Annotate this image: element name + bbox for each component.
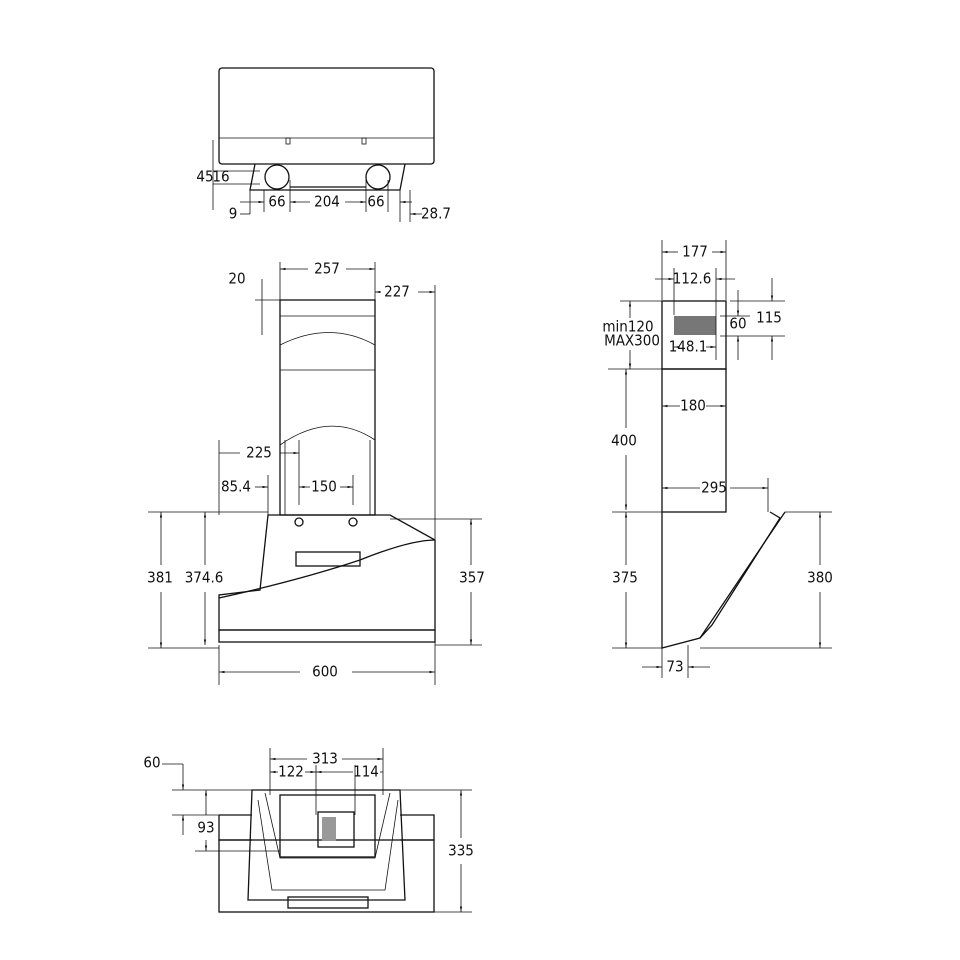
dim-60-bottom: 60: [143, 754, 160, 772]
dim-85-4: 85.4: [221, 478, 251, 496]
dim-204: 204: [314, 193, 340, 211]
dim-400: 400: [611, 432, 637, 450]
dim-374-6: 374.6: [185, 569, 224, 587]
dim-148-1: 148.1: [669, 338, 708, 356]
dim-73: 73: [666, 658, 683, 676]
dim-313: 313: [312, 750, 338, 768]
dim-9: 9: [229, 205, 238, 223]
dim-177: 177: [682, 243, 708, 261]
bottom-view: 313 122 114 60 93 335: [143, 748, 474, 913]
front-view: 20 257 227 225 85.4 150 381 374.6 357 60…: [147, 260, 485, 685]
side-view: 112.6 177 min120 MAX300 148.1 60 115 180…: [602, 240, 833, 678]
dim-150: 150: [311, 478, 337, 496]
dim-180: 180: [680, 397, 706, 415]
dim-375: 375: [612, 569, 638, 587]
dim-66-left: 66: [268, 193, 285, 211]
dim-max300: MAX300: [604, 332, 660, 350]
dim-335: 335: [448, 842, 474, 860]
dim-28-7: 28.7: [421, 205, 451, 223]
dim-16: 16: [212, 168, 229, 186]
dim-115: 115: [756, 309, 782, 327]
dim-357: 357: [459, 569, 485, 587]
dim-380: 380: [807, 569, 833, 587]
dim-60: 60: [729, 315, 746, 333]
dim-225: 225: [246, 444, 272, 462]
dim-20: 20: [228, 270, 245, 288]
dim-122: 122: [278, 763, 304, 781]
dim-295: 295: [701, 479, 727, 497]
dim-227: 227: [384, 283, 410, 301]
dim-257: 257: [314, 260, 340, 278]
dim-66-right: 66: [367, 193, 384, 211]
dim-min120: min120: [602, 318, 653, 336]
dim-93: 93: [197, 819, 214, 837]
dim-114: 114: [353, 763, 379, 781]
dim-112-6: 112.6: [673, 270, 712, 288]
dim-381: 381: [147, 569, 173, 587]
dim-600: 600: [312, 663, 338, 681]
dim-45: 45: [196, 168, 213, 186]
top-view: 45 16 9 66 204 66 28.7: [196, 67, 451, 223]
